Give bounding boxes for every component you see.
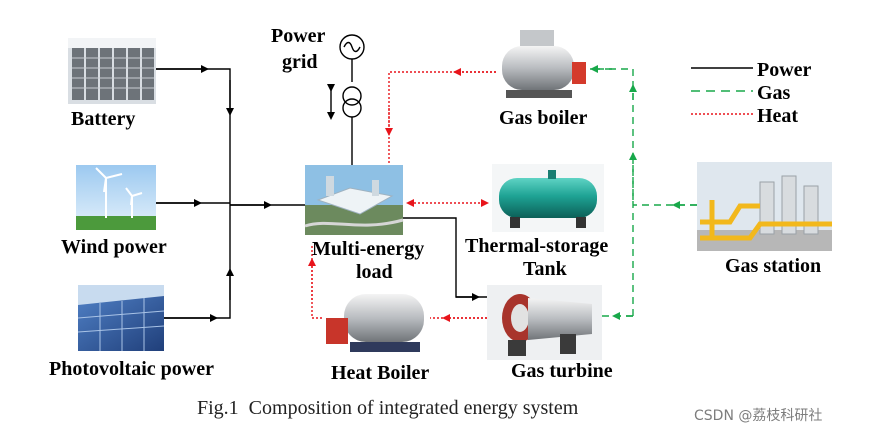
thermal-storage-tank-image	[492, 164, 604, 232]
legend-gas-label: Gas	[757, 82, 791, 104]
gas-boiler-label: Gas boiler	[499, 107, 587, 129]
battery-image	[68, 38, 156, 104]
gas-flow-lines	[590, 65, 697, 320]
power-grid-label-line1: Power	[271, 25, 326, 47]
power-grid-symbol	[339, 34, 365, 165]
legend: Power Gas Heat	[691, 59, 812, 127]
gas-turbine-label: Gas turbine	[511, 360, 613, 382]
legend-power-label: Power	[757, 59, 812, 81]
wind-power-label: Wind power	[61, 236, 167, 258]
power-flow-lines	[156, 65, 487, 322]
heat-boiler-image	[322, 284, 430, 358]
gas-station-label: Gas station	[725, 255, 821, 277]
photovoltaic-label: Photovoltaic power	[49, 358, 214, 380]
multi-energy-load-image	[304, 165, 404, 235]
heat-boiler-label: Heat Boiler	[331, 362, 429, 384]
heat-flow-lines	[308, 68, 496, 322]
wind-power-image	[76, 165, 156, 230]
power-grid-label-line2: grid	[282, 51, 318, 73]
photovoltaic-image	[77, 285, 165, 351]
gas-turbine-image	[487, 285, 602, 360]
gas-boiler-image	[496, 22, 586, 104]
legend-heat-label: Heat	[757, 105, 798, 127]
figure-caption: Fig.1 Composition of integrated energy s…	[197, 397, 579, 419]
gas-station-image	[697, 162, 832, 251]
thermal-storage-label-line2: Tank	[523, 258, 568, 280]
battery-label: Battery	[71, 108, 135, 130]
multi-energy-load-label-line1: Multi-energy	[312, 238, 424, 260]
thermal-storage-label-line1: Thermal-storage	[465, 235, 608, 257]
watermark: CSDN @荔枝科研社	[694, 408, 822, 424]
multi-energy-load-label-line2: load	[356, 261, 393, 283]
